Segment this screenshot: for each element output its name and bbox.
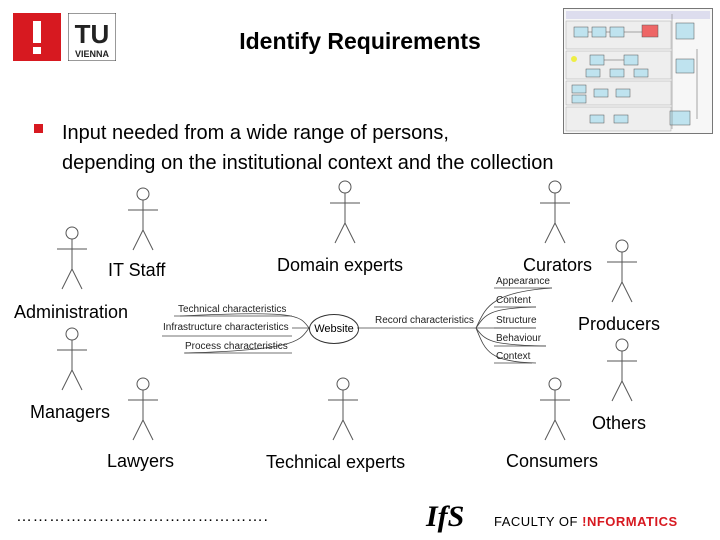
mindmap-leaf-context: Context — [496, 351, 531, 362]
stick-figure-technical-experts — [328, 377, 358, 441]
stick-figure-managers — [57, 327, 87, 391]
stick-figure-domain-experts — [330, 180, 360, 244]
mindmap-leaf-content: Content — [496, 295, 532, 306]
mindmap-leaf-behaviour: Behaviour — [496, 333, 542, 344]
mindmap-center-website: Website — [309, 314, 359, 344]
logo-vienna-text: VIENNA — [75, 49, 110, 59]
role-label-administration: Administration — [14, 302, 129, 322]
role-label-producers: Producers — [578, 314, 661, 334]
bullet-text: Input needed from a wide range of person… — [62, 122, 554, 174]
role-label-consumers: Consumers — [506, 451, 599, 471]
stick-figure-curators — [540, 180, 570, 244]
stick-figure-it-staff — [128, 187, 158, 251]
university-logo-mark — [13, 13, 61, 61]
exclamation-icon — [33, 21, 41, 54]
process-diagram-thumbnail — [563, 8, 713, 134]
mindmap-branch-infrastructure: Infrastructure characteristics — [163, 322, 289, 333]
bullet-marker — [34, 124, 43, 133]
stick-figure-lawyers — [128, 377, 158, 441]
stick-figure-administration — [57, 226, 87, 290]
stick-figure-consumers — [540, 377, 570, 441]
mindmap-branch-record: Record characteristics — [375, 315, 474, 326]
role-label-others: Others — [592, 413, 647, 433]
mindmap-leaf-structure: Structure — [496, 315, 537, 326]
footer-dots: ………………………………………. — [16, 508, 269, 525]
page-title: Identify Requirements — [239, 28, 481, 54]
mindmap-leaf-appearance: Appearance — [496, 276, 550, 287]
stick-figure-producers — [607, 239, 637, 303]
role-label-curators: Curators — [523, 255, 593, 275]
tu-vienna-logo: TU VIENNA — [68, 13, 116, 61]
role-label-managers: Managers — [30, 402, 111, 422]
role-label-domain-experts: Domain experts — [277, 255, 404, 275]
ifs-logo: IfS — [426, 500, 465, 533]
mindmap-branch-process: Process characteristics — [185, 341, 288, 352]
stick-figure-others — [607, 338, 637, 402]
tu-vienna-logo-graphic: TU VIENNA — [68, 13, 116, 61]
role-label-it-staff: IT Staff — [108, 260, 166, 280]
faculty-of-text: FACULTY OF — [494, 514, 578, 529]
role-label-technical-experts: Technical experts — [266, 452, 406, 472]
process-diagram-thumbnail-graphic — [565, 11, 710, 132]
mindmap-connectors — [162, 287, 553, 364]
mindmap-branch-technical: Technical characteristics — [178, 304, 287, 315]
informatics-text: !NFORMATICS — [582, 514, 678, 529]
faculty-logo: FACULTY OF !NFORMATICS — [494, 514, 678, 529]
role-label-lawyers: Lawyers — [107, 451, 175, 471]
logo-tu-text: TU — [75, 19, 110, 49]
